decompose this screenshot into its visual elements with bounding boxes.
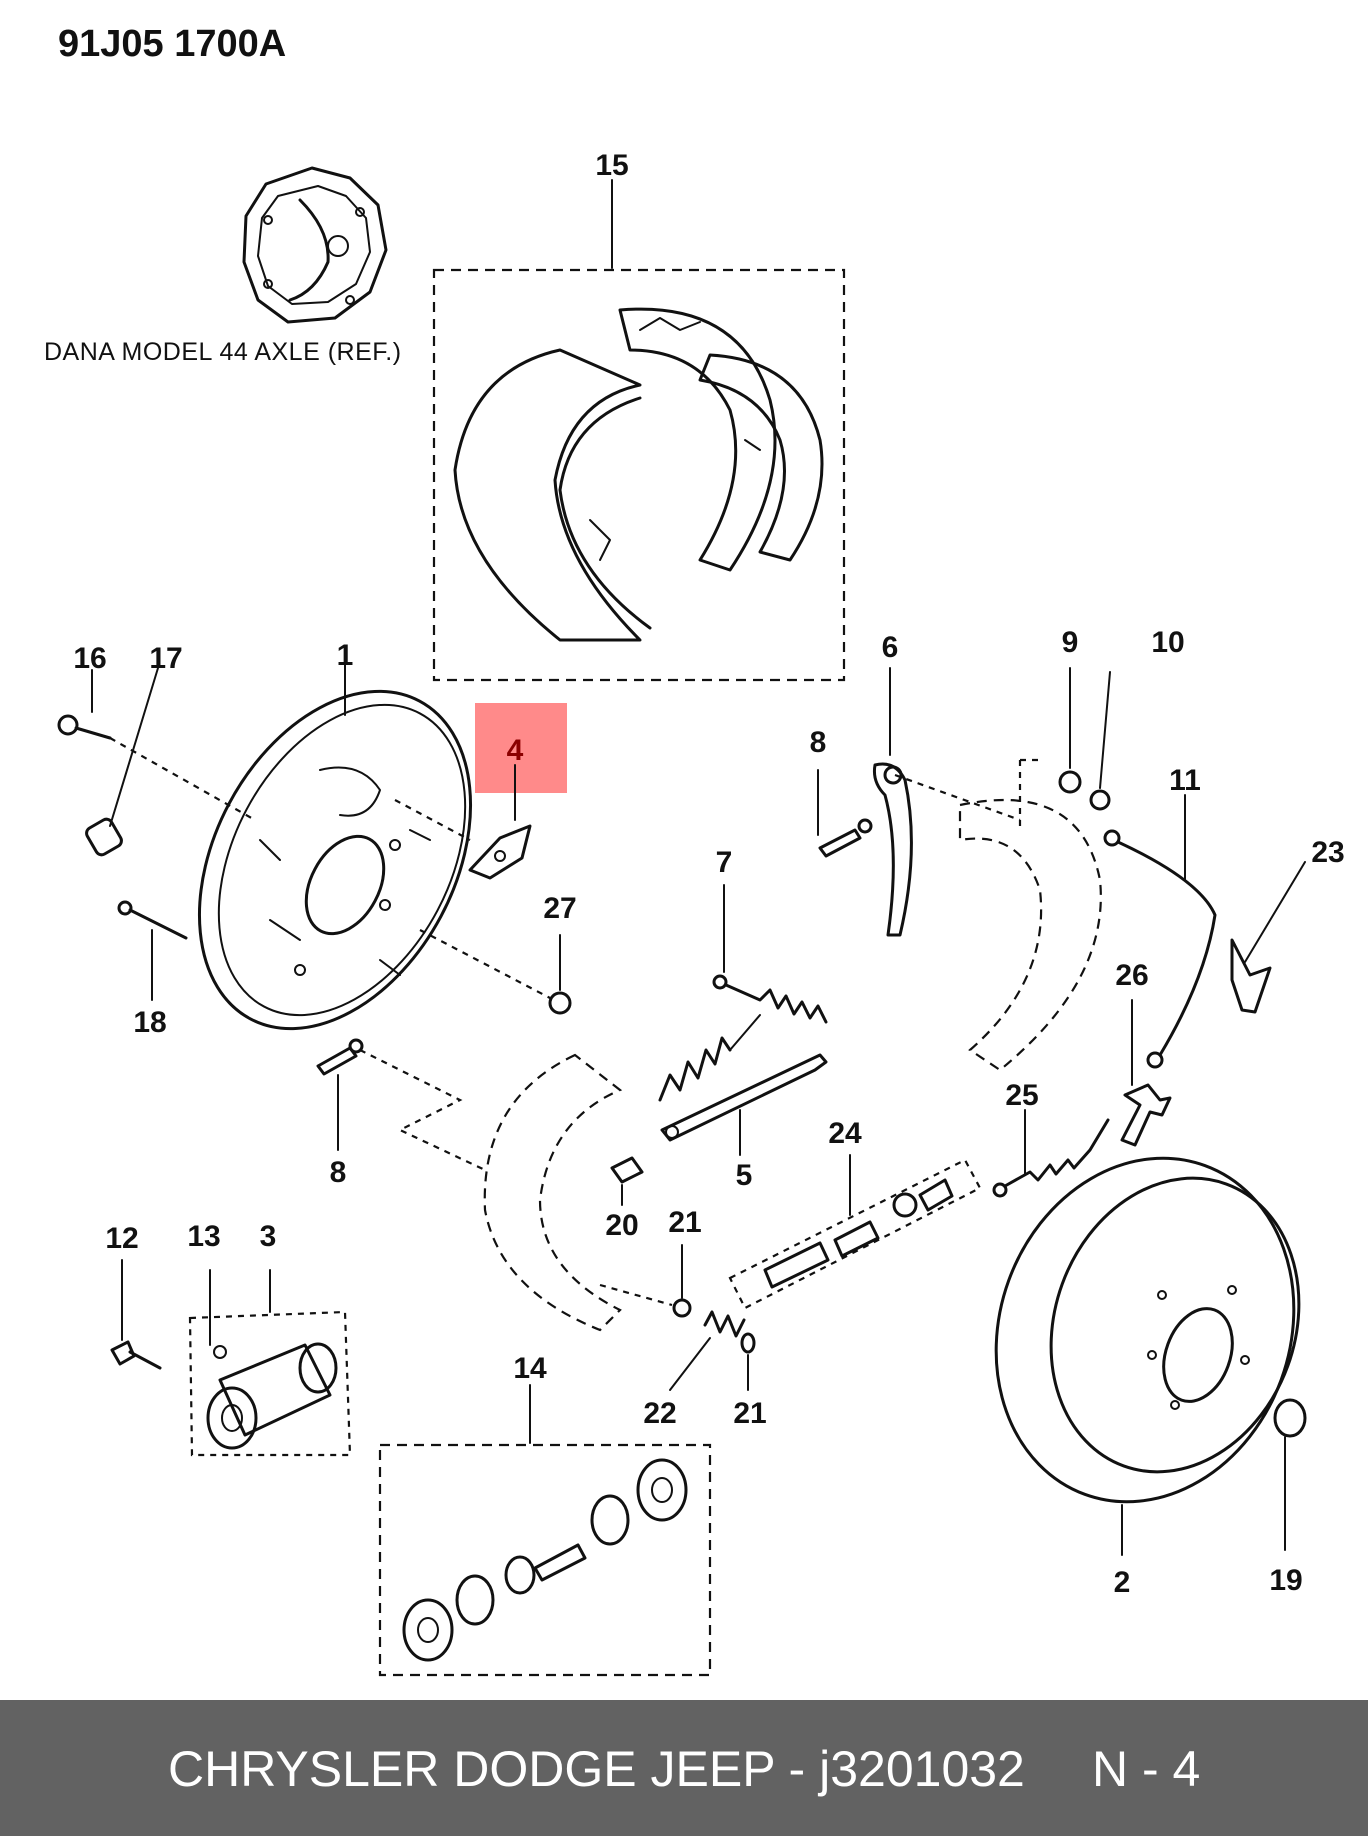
callout-21-upper: 21 <box>668 1206 701 1239</box>
brake-drum <box>994 1156 1301 1556</box>
pin-18 <box>117 900 188 1001</box>
bolt-12 <box>110 1259 162 1370</box>
callout-8-lower: 8 <box>330 1156 347 1189</box>
retainer-21a <box>599 1244 692 1318</box>
callout-25: 25 <box>1005 1079 1038 1112</box>
retainer-21b <box>740 1332 756 1391</box>
adjuster-lever-23 <box>1230 861 1306 1014</box>
clip-17 <box>85 667 159 857</box>
bolt-16 <box>57 669 256 821</box>
callout-5: 5 <box>736 1159 753 1192</box>
cable-11 <box>1103 794 1217 1069</box>
callout-16: 16 <box>73 642 106 675</box>
phantom-shoe-right <box>958 798 1102 1072</box>
strut-5 <box>660 1053 828 1156</box>
reference-note: DANA MODEL 44 AXLE (REF.) <box>44 338 402 366</box>
callout-4: 4 <box>507 734 524 767</box>
callout-2: 2 <box>1114 1566 1131 1599</box>
brake-shoe-kit <box>432 179 846 682</box>
callout-10: 10 <box>1151 626 1184 659</box>
phantom-shoe-left <box>483 1053 623 1332</box>
nut-27 <box>419 929 572 1015</box>
adjuster-24 <box>728 1154 982 1310</box>
callout-27: 27 <box>543 892 576 925</box>
callout-26: 26 <box>1115 959 1148 992</box>
footer-brand-part-number: CHRYSLER DODGE JEEP - j3201032 <box>168 1741 1025 1797</box>
callout-20: 20 <box>605 1209 638 1242</box>
clip-20 <box>610 1156 644 1206</box>
spring-25 <box>992 1109 1110 1198</box>
callout-22: 22 <box>643 1397 676 1430</box>
cylinder-kit-14 <box>378 1384 712 1677</box>
backing-plate <box>197 649 473 1031</box>
callout-12: 12 <box>105 1222 138 1255</box>
pin-8-upper <box>817 769 873 858</box>
callout-19: 19 <box>1269 1564 1302 1597</box>
callout-17: 17 <box>149 642 182 675</box>
lever-26 <box>1120 999 1172 1147</box>
spacer-4 <box>394 799 532 880</box>
axle-cover-illustration <box>242 166 388 324</box>
callout-1: 1 <box>337 639 354 672</box>
callout-24: 24 <box>828 1117 862 1150</box>
callout-15: 15 <box>595 149 628 182</box>
callout-6: 6 <box>882 631 899 664</box>
pin-8-lower <box>316 1038 486 1171</box>
clip-10 <box>1089 671 1111 811</box>
spring-upper <box>658 1014 761 1102</box>
footer-page-ref: N - 4 <box>1092 1741 1201 1797</box>
callout-14: 14 <box>513 1352 547 1385</box>
callout-18: 18 <box>133 1006 166 1039</box>
phantom-links <box>894 758 1040 830</box>
parts-diagram: 91J05 1700A DANA MODEL 44 AXLE (REF.) <box>44 23 1345 1677</box>
callout-21-lower: 21 <box>733 1397 766 1430</box>
washer-9 <box>1058 667 1082 794</box>
footer-bar: CHRYSLER DODGE JEEP - j3201032 N - 4 <box>0 1700 1368 1836</box>
callout-3: 3 <box>260 1220 277 1253</box>
spring-22 <box>669 1310 746 1391</box>
wheel-cylinder-3 <box>188 1269 352 1457</box>
callout-8-upper: 8 <box>810 726 827 759</box>
callout-13: 13 <box>187 1220 220 1253</box>
parking-lever-6 <box>873 667 913 937</box>
callout-11: 11 <box>1169 764 1201 797</box>
callout-9: 9 <box>1062 626 1079 659</box>
spring-7 <box>712 884 828 1024</box>
callout-7: 7 <box>716 846 733 879</box>
callout-23: 23 <box>1311 836 1344 869</box>
plug-19 <box>1273 1398 1307 1551</box>
figure-code: 91J05 1700A <box>58 23 286 65</box>
callout-4-highlight <box>475 703 567 793</box>
